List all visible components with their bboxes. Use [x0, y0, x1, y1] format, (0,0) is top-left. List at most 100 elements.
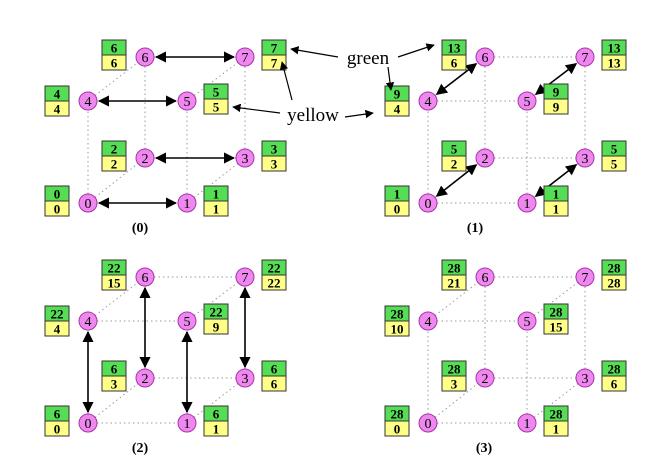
exchange-arrow — [534, 62, 578, 96]
box-bottom-value: 5 — [611, 157, 618, 172]
node-label: 6 — [482, 51, 489, 66]
box-bottom-cell — [261, 375, 287, 392]
node-label: 1 — [184, 197, 191, 212]
box-top-value: 22 — [210, 305, 223, 320]
cube-edge — [526, 276, 586, 322]
node-label: 3 — [242, 152, 249, 167]
box-bottom-cell — [601, 155, 627, 172]
box-bottom-value: 15 — [550, 320, 564, 335]
value-box-1: 61 — [203, 405, 229, 437]
box-top-value: 4 — [54, 87, 61, 102]
node-label: 0 — [425, 417, 432, 432]
box-top-value: 3 — [271, 142, 278, 157]
box-top-value: 22 — [268, 261, 281, 276]
exchange-arrow — [435, 63, 478, 95]
node-0: 0 — [78, 413, 98, 433]
node-3: 3 — [235, 148, 255, 168]
node-circle — [177, 311, 197, 331]
box-top-value: 22 — [108, 261, 121, 276]
node-7: 7 — [235, 47, 255, 67]
node-2: 2 — [135, 368, 155, 388]
box-top-value: 6 — [54, 407, 61, 422]
node-label: 0 — [85, 417, 92, 432]
box-top-value: 22 — [51, 307, 64, 322]
node-circle — [418, 413, 438, 433]
box-bottom-cell — [203, 318, 229, 335]
yellow-pointer-left — [232, 103, 281, 114]
panel-caption: (3) — [476, 441, 493, 456]
node-label: 5 — [184, 315, 191, 330]
box-bottom-value: 13 — [608, 56, 622, 71]
node-circle — [517, 413, 537, 433]
box-bottom-value: 9 — [553, 100, 560, 115]
panel-caption: (0) — [132, 221, 149, 236]
node-circle — [235, 368, 255, 388]
cube-edge — [526, 377, 586, 424]
box-bottom-cell — [384, 200, 410, 217]
box-top-value: 13 — [608, 41, 622, 56]
box-bottom-value: 7 — [271, 56, 278, 71]
box-bottom-cell — [601, 375, 627, 392]
node-circle — [235, 267, 255, 287]
node-5: 5 — [177, 311, 197, 331]
node-label: 0 — [425, 197, 432, 212]
box-top-value: 28 — [448, 362, 462, 377]
node-label: 3 — [242, 372, 249, 387]
box-bottom-value: 1 — [553, 202, 560, 217]
node-label: 1 — [524, 417, 531, 432]
box-bottom-cell — [384, 100, 410, 117]
node-5: 5 — [517, 311, 537, 331]
box-bottom-cell — [101, 155, 127, 172]
box-bottom-cell — [101, 375, 127, 392]
node-circle — [78, 311, 98, 331]
node-6: 6 — [135, 47, 155, 67]
node-0: 0 — [418, 193, 438, 213]
node-6: 6 — [135, 267, 155, 287]
node-label: 3 — [582, 152, 589, 167]
box-bottom-cell — [101, 54, 127, 71]
cube-edge — [87, 377, 146, 424]
box-bottom-cell — [441, 155, 467, 172]
box-top-value: 9 — [553, 85, 560, 100]
node-label: 1 — [184, 417, 191, 432]
value-box-2: 22 — [101, 140, 127, 172]
value-box-6: 66 — [101, 39, 127, 71]
box-bottom-cell — [441, 274, 467, 291]
yellow-pointer-right — [344, 109, 374, 119]
box-bottom-value: 2 — [451, 157, 458, 172]
box-bottom-value: 9 — [213, 320, 220, 335]
box-top-value: 28 — [608, 362, 622, 377]
cube-edge — [186, 157, 246, 204]
node-circle — [575, 368, 595, 388]
value-box-5: 99 — [543, 83, 569, 115]
node-label: 5 — [184, 95, 191, 110]
box-bottom-cell — [384, 420, 410, 437]
value-box-4: 94 — [384, 85, 410, 117]
value-box-4: 44 — [44, 85, 70, 117]
box-top-value: 1 — [394, 187, 401, 202]
box-top-value: 5 — [451, 142, 458, 157]
node-label: 3 — [582, 372, 589, 387]
node-label: 4 — [85, 315, 92, 330]
box-bottom-value: 6 — [451, 56, 458, 71]
cube-edge — [87, 276, 146, 322]
node-circle — [78, 193, 98, 213]
node-circle — [517, 193, 537, 213]
node-2: 2 — [475, 368, 495, 388]
node-circle — [135, 368, 155, 388]
box-bottom-value: 0 — [54, 422, 61, 437]
value-box-0: 10 — [384, 185, 410, 217]
node-5: 5 — [517, 91, 537, 111]
node-label: 4 — [425, 95, 432, 110]
box-bottom-cell — [384, 320, 410, 337]
value-box-3: 33 — [261, 140, 287, 172]
node-label: 5 — [524, 95, 531, 110]
node-1: 1 — [517, 193, 537, 213]
box-top-value: 1 — [213, 187, 220, 202]
node-circle — [517, 91, 537, 111]
